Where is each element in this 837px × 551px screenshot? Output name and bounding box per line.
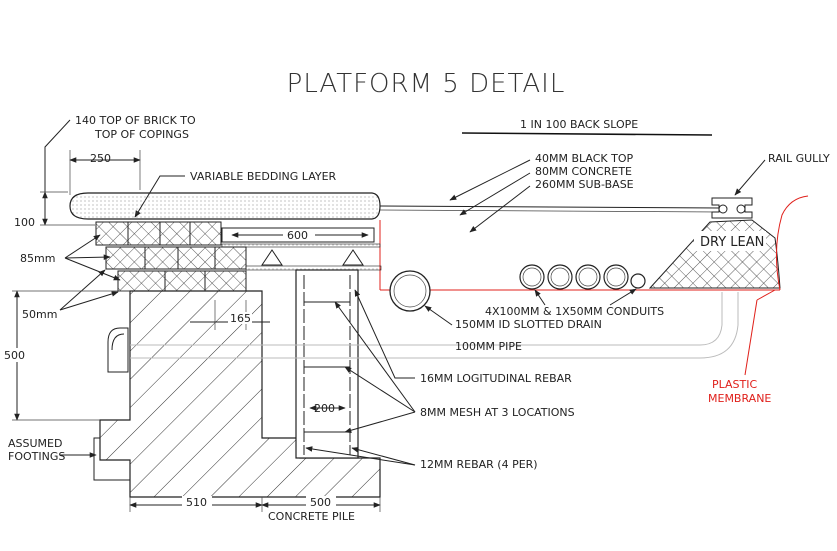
dim-100: 100 [14,216,35,229]
top-brick-label: 140 TOP OF BRICK TO [75,114,196,127]
bearing-right [342,249,364,266]
conduit-4 [603,264,629,290]
conduit-4-inner [606,267,626,287]
long-rebar-leader [354,289,415,379]
dim-600: 600 [287,229,308,242]
conduit-3 [575,264,601,290]
dry-lean-bg [694,231,766,251]
conduit-2 [547,264,573,290]
conduits-leader-b [609,288,637,306]
back-slope-line [461,132,713,136]
sub-base-leader [469,185,531,233]
conduit-3-inner [578,267,598,287]
dim-165-bg [228,312,252,324]
back-slope-label: 1 IN 100 BACK SLOPE [520,118,638,131]
assumed-label: ASSUMED [8,437,62,450]
membrane-leader [744,299,758,376]
rail-gully-label: RAIL GULLY [768,152,830,165]
brick-course-3 [117,270,247,292]
coping-stone [69,192,381,220]
membrane-leader-top [756,289,776,301]
rebar-12-leader-a [351,446,416,466]
gully-hole-2 [736,204,746,214]
dim-50-leader-b [59,291,119,311]
long-rebar-label: 16MM LOGITUDINAL REBAR [420,372,572,385]
pile-cap-strip [245,265,382,271]
slotted-drain-inner [393,274,427,308]
slotted-drain-leader [424,305,453,326]
mesh-leader-b [344,366,416,413]
plastic-label: PLASTIC [712,378,757,391]
concrete-label: 80MM CONCRETE [535,165,632,178]
black-top-surface [379,205,721,209]
conduit-2-inner [550,267,570,287]
pipe-100-bottom [130,292,739,359]
mesh-leader-c [344,411,416,433]
conduits-label: 4X100MM & 1X50MM CONDUITS [485,305,664,318]
dim-50mm: 50mm [22,308,57,321]
footings-label: FOOTINGS [8,450,65,463]
dim-500-left: 500 [4,349,25,362]
rail-gully-leader [734,159,766,196]
dim-510-bg [182,496,212,510]
dim-500-bottom: 500 [310,496,331,509]
black-top-leader [449,159,531,201]
rebar-12-leader-b [305,446,416,466]
conduit-1 [519,264,545,290]
dim-600-bg [283,229,315,240]
dry-lean-label: DRY LEAN [700,235,764,250]
pipe-100-top [130,292,723,346]
concrete-leader [459,172,531,216]
slotted-drain [389,270,431,312]
top-brick-leader [44,119,71,225]
brick-course-2 [105,246,247,270]
black-top-base [379,209,721,213]
dim-85-leader-a [64,234,101,259]
concrete-pile [295,269,359,459]
dim-50-leader-a [59,269,106,311]
membrane-curve [775,195,809,291]
dry-lean-area [648,219,781,289]
footing-step [93,420,130,481]
black-top-label: 40MM BLACK TOP [535,152,634,165]
pipe-100-label: 100MM PIPE [455,340,522,353]
wall-outlet [107,327,129,373]
dim-85-leader-c [64,257,121,281]
concrete-pile-label: CONCRETE PILE [268,510,355,523]
gully-hole-1 [718,204,728,214]
dim-500-left-bg [3,348,27,362]
dim-250: 250 [90,152,111,165]
conduit-5 [630,273,646,289]
mesh-leader-a [334,301,416,413]
bedding-label: VARIABLE BEDDING LAYER [190,170,337,183]
membrane-label: MEMBRANE [708,392,771,405]
rebar-12-label: 12MM REBAR (4 PER) [420,458,538,471]
dim-500-bottom-bg [306,496,336,510]
brick-course-1 [95,221,222,246]
mesh-label: 8MM MESH AT 3 LOCATIONS [420,406,575,419]
page-title: PLATFORM 5 DETAIL [287,69,566,99]
conduits-leader-a [534,289,546,306]
top-copings-label: TOP OF COPINGS [94,128,189,141]
dim-165: 165 [230,312,251,325]
slab-bearing [221,243,381,248]
dim-510: 510 [186,496,207,509]
dim-85mm: 85mm [20,252,55,265]
sub-base-label: 260MM SUB-BASE [535,178,634,191]
conduit-1-inner [522,267,542,287]
wall-outlet-arc [111,333,125,351]
slotted-drain-label: 150MM ID SLOTTED DRAIN [455,318,602,331]
dim-85-leader-b [64,254,111,260]
dim-200: 200 [314,402,335,415]
bearing-left [261,249,283,266]
